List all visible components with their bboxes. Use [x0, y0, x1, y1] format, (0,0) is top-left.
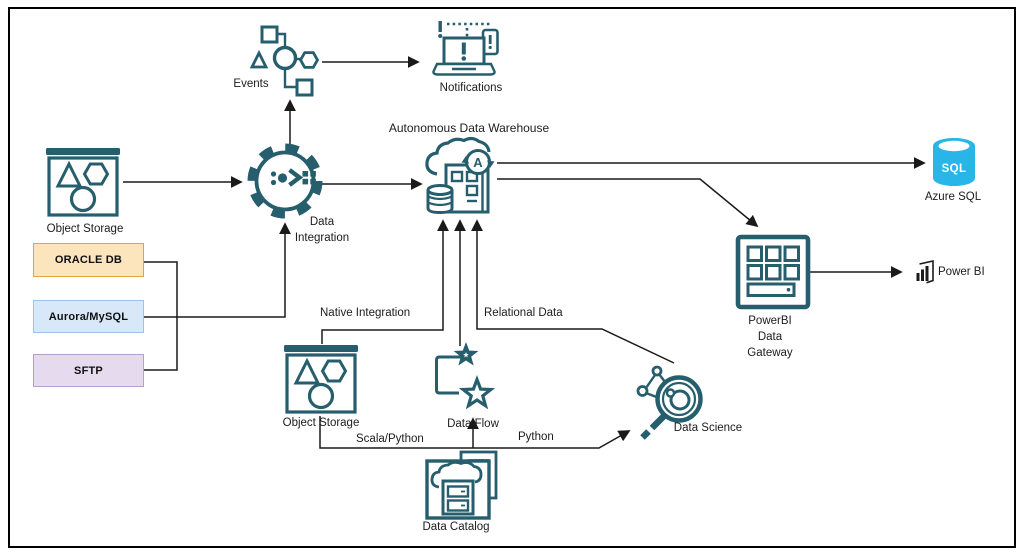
edge-sources-integration [144, 222, 291, 318]
sftp-label: SFTP [74, 364, 103, 377]
object-storage-bottom-label: Object Storage [282, 417, 360, 429]
notifications-label: Notifications [439, 82, 503, 94]
powerbi-gateway-icon [735, 234, 811, 310]
native-integration-edge-label: Native Integration [320, 307, 411, 319]
data-integration-icon [247, 143, 323, 219]
aurora-mysql-label: Aurora/MySQL [48, 310, 129, 323]
data-science-label: Data Science [673, 422, 743, 434]
diagram-border [8, 7, 1016, 548]
oracle-db-label: ORACLE DB [54, 254, 123, 266]
connectors [123, 56, 926, 449]
oracle-db-box: ORACLE DB [33, 243, 144, 277]
azure-sql-icon: SQL [933, 138, 975, 186]
aurora-mysql-box: Aurora/MySQL [33, 300, 144, 333]
adw-sync-letter: A [473, 155, 483, 170]
azure-sql-label: Azure SQL [924, 191, 982, 203]
power-bi-icon [916, 260, 934, 284]
data-catalog-icon [425, 450, 498, 520]
data-catalog-label: Data Catalog [422, 521, 490, 533]
edge-bottom-datascience [319, 416, 631, 449]
data-flow-label: Data Flow [447, 418, 499, 430]
adw-label: Autonomous Data Warehouse [388, 121, 550, 135]
azure-sql-badge: SQL [942, 163, 967, 175]
events-label: Events [233, 78, 269, 90]
edge-relational-data [471, 219, 675, 364]
python-edge-label: Python [518, 431, 554, 443]
scala-python-edge-label: Scala/Python [356, 433, 424, 445]
edge-sources-junction [144, 261, 178, 371]
data-integration-label: Data Integration [294, 216, 350, 244]
adw-icon: A [425, 136, 495, 215]
powerbi-gateway-label: PowerBI Data Gateway [747, 315, 793, 359]
object-storage-top-label: Object Storage [46, 223, 124, 235]
power-bi-label: Power BI [938, 266, 985, 278]
object-storage-bottom-icon [282, 343, 360, 414]
data-science-icon [636, 365, 703, 440]
edge-adw-gateway [497, 178, 759, 228]
data-flow-icon [435, 345, 493, 408]
edge-native-integration [321, 219, 449, 344]
events-icon [249, 25, 320, 97]
notifications-icon [432, 21, 499, 76]
object-storage-top-icon [44, 146, 122, 217]
sftp-box: SFTP [33, 354, 144, 387]
relational-data-edge-label: Relational Data [484, 307, 563, 319]
